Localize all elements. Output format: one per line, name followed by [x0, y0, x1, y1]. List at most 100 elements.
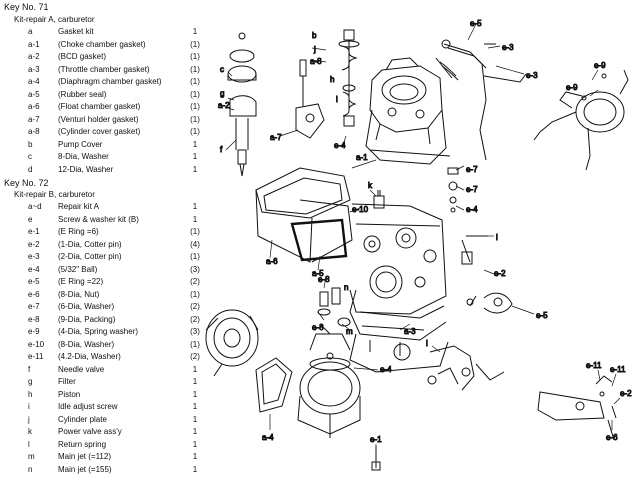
part-code: n: [28, 464, 33, 474]
part-code: e-1: [28, 227, 40, 236]
callout-e1: e-1: [370, 435, 382, 444]
part-code: j: [28, 414, 30, 424]
callout-b: b: [312, 31, 317, 40]
part-qty: (1): [190, 289, 200, 299]
part-desc: Main jet (=155): [58, 464, 112, 474]
callout-e3a: e-3: [502, 43, 514, 52]
part-desc: Piston: [58, 389, 81, 399]
part-code: k: [28, 427, 32, 436]
part-qty: 1: [192, 414, 198, 424]
callout-a3: a-3: [404, 327, 416, 336]
part-qty: 1: [192, 27, 198, 36]
part-qty: (1): [190, 102, 200, 111]
part-code: e: [28, 214, 33, 224]
part-qty: 1: [192, 377, 198, 386]
bcd-diaphragm: [533, 69, 629, 171]
part-qty: (1): [190, 89, 200, 99]
key71-title: Key No. 71: [4, 2, 49, 12]
list-item: e-11(4.2-Dia, Washer)(2): [0, 351, 220, 363]
callout-m: m: [346, 327, 353, 336]
list-item: a-1(Choke chamber gasket)(1): [0, 39, 220, 51]
part-qty: (1): [190, 114, 200, 124]
part-desc: Idle adjust screw: [58, 402, 118, 411]
part-code: a-5: [28, 89, 40, 99]
part-qty: 1: [192, 152, 198, 161]
part-qty: (3): [190, 264, 200, 274]
part-code: e-9: [28, 327, 40, 336]
list-item: e-9(4-Dia, Spring washer)(3): [0, 326, 220, 338]
part-qty: 1: [192, 452, 198, 461]
list-item: f Needle valve 1: [0, 364, 220, 376]
part-qty: (2): [190, 277, 200, 286]
callout-j: j: [313, 45, 316, 54]
key71-kit-title: Kit-repair A, carburetor: [14, 15, 95, 24]
part-code: c: [28, 152, 32, 161]
part-qty: (2): [190, 302, 200, 311]
part-code: e-11: [28, 352, 44, 361]
part-code: f: [28, 364, 31, 374]
callout-e2a: e-2: [494, 269, 506, 278]
part-qty: 1: [192, 364, 198, 374]
part-qty: 1: [192, 202, 198, 211]
bcd-cover: [297, 333, 361, 438]
part-desc: Repair kit A: [58, 202, 99, 211]
callout-e11b: e-11: [610, 365, 626, 374]
carburetor-drawing: e-5 e-3 e-3 e-9 e-9 b j a-8 h c g a-2 i …: [205, 19, 633, 471]
callout-k: k: [368, 181, 373, 190]
part-code: e-5: [28, 277, 40, 286]
part-code: a-6: [28, 102, 40, 111]
part-code: a-4: [28, 77, 40, 86]
list-item: e-7 (6-Dia, Washer) (2): [0, 301, 220, 313]
part-qty: (1): [190, 64, 200, 74]
part-code: e-10: [28, 339, 45, 349]
callout-labels: e-5 e-3 e-3 e-9 e-9 b j a-8 h c g a-2 i …: [218, 19, 633, 445]
callout-a1: a-1: [356, 153, 368, 162]
part-desc: (9-Dia, Packing): [58, 314, 116, 324]
part-code: a-7: [28, 114, 40, 124]
part-desc: Filter: [58, 377, 76, 386]
throttle-linkage: [537, 375, 617, 441]
part-desc: Needle valve: [58, 364, 105, 374]
part-desc: (Cylinder cover gasket): [58, 127, 141, 136]
gasket-a4: [255, 357, 293, 413]
part-desc: Pump Cover: [58, 139, 103, 149]
part-code: a-8: [28, 127, 40, 136]
part-code: e-7: [28, 302, 40, 311]
list-item: e-8(9-Dia, Packing)(2): [0, 314, 220, 326]
part-desc: (6-Dia, Washer): [58, 302, 115, 311]
part-desc: (1-Dia, Cotter pin): [58, 239, 122, 249]
part-qty: (1): [190, 127, 200, 136]
callout-l: l: [426, 339, 428, 348]
callout-a5: a-5: [312, 269, 324, 278]
part-qty: (1): [190, 227, 200, 236]
part-code: e-6: [28, 289, 40, 299]
callout-i-right: i: [496, 233, 498, 242]
diaphragm-chamber: [205, 309, 259, 377]
callout-e2b: e-2: [620, 389, 632, 398]
part-desc: Return spring: [58, 439, 107, 449]
callout-h: h: [330, 75, 334, 84]
list-item: e-10(8-Dia, Washer)(1): [0, 339, 220, 351]
part-desc: Cylinder plate: [58, 414, 107, 424]
callout-e9b: e-9: [566, 83, 578, 92]
part-code: b: [28, 139, 33, 149]
callout-a8: a-8: [310, 57, 322, 66]
part-code: l: [28, 439, 30, 449]
callout-e10: e-10: [352, 205, 369, 214]
callout-e5b: e-5: [536, 311, 548, 320]
callout-n: n: [344, 283, 348, 292]
part-qty: 1: [192, 139, 198, 149]
part-qty: (1): [190, 252, 200, 261]
part-desc: (4.2-Dia, Washer): [58, 352, 121, 361]
key72-kit-title: Kit-repair B, carburetor: [14, 190, 95, 199]
callout-e6: e-6: [606, 433, 618, 442]
callout-a7: a-7: [270, 133, 282, 142]
